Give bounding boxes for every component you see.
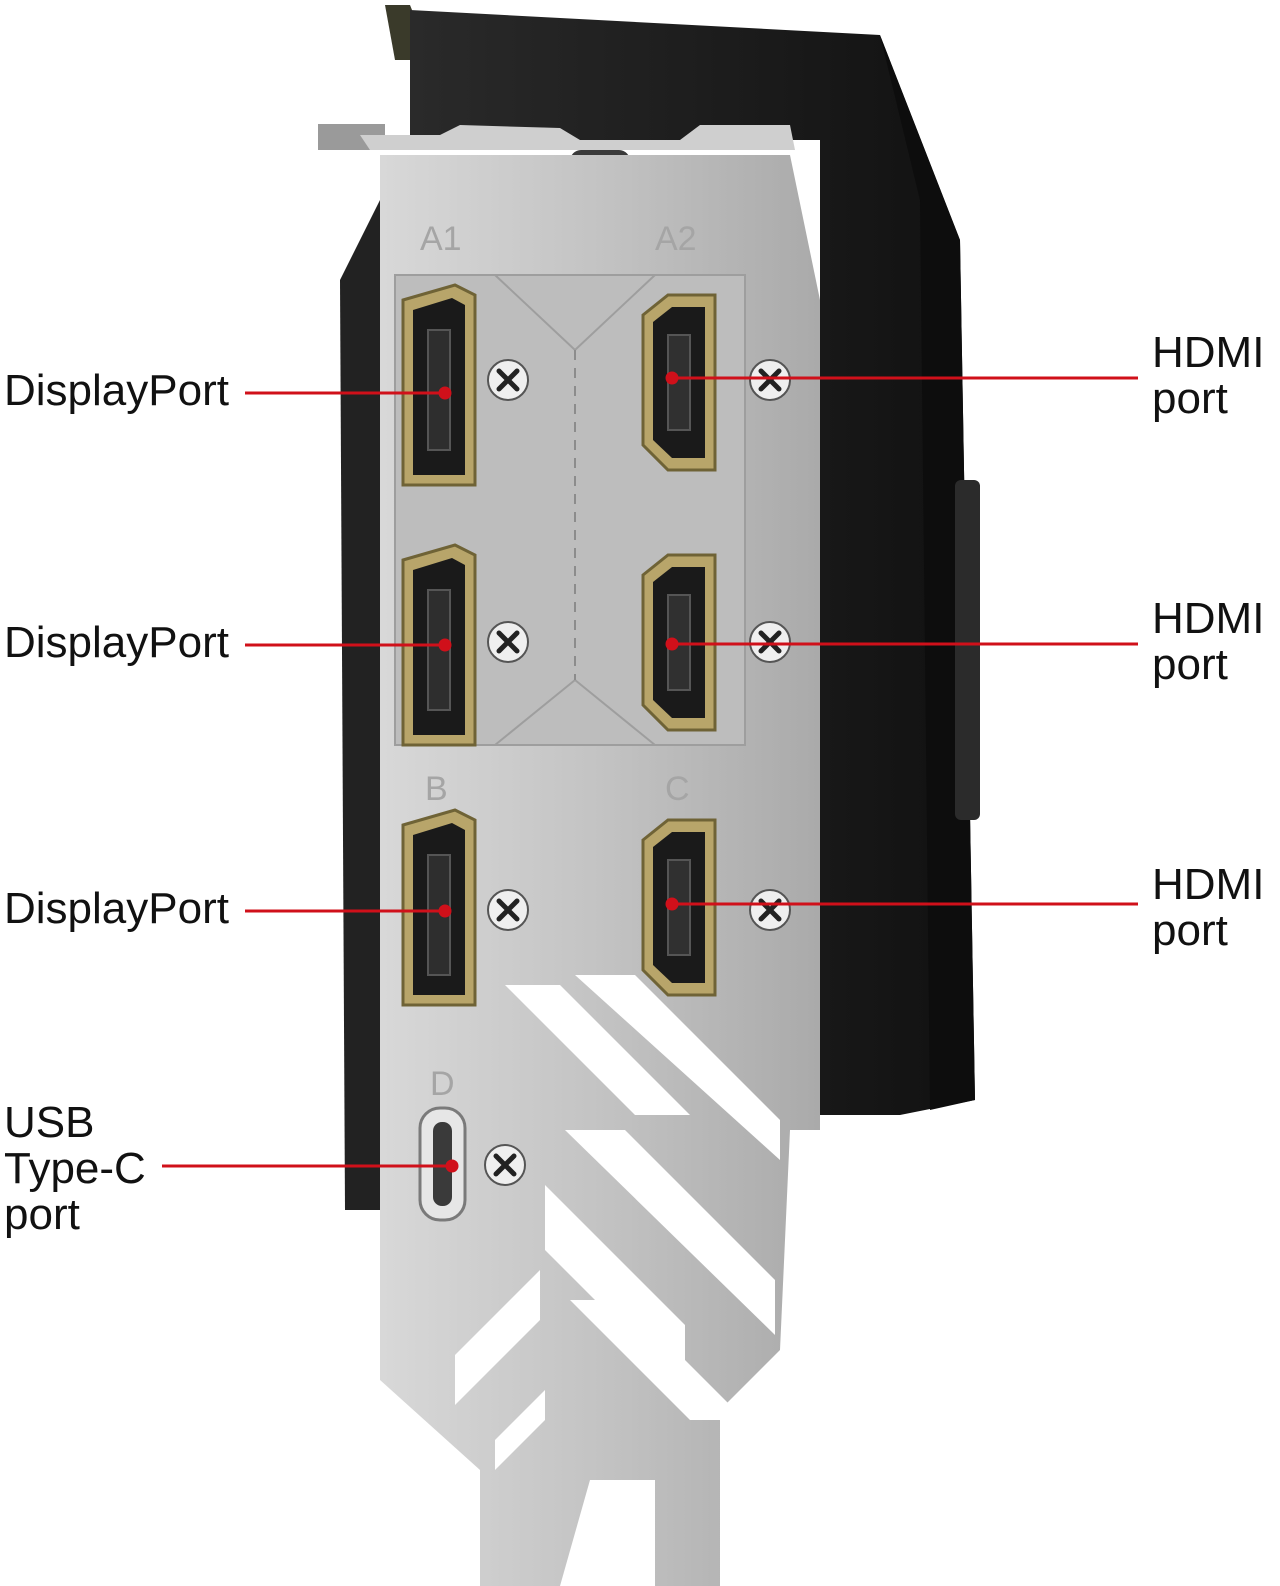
hdmi-connector (641, 818, 717, 997)
cooler-shroud (340, 5, 980, 1210)
marking-c: C (665, 770, 690, 808)
label-hdmi-3: HDMI port (1152, 860, 1265, 955)
displayport-connector (401, 808, 477, 1007)
marking-a1: A1 (420, 220, 462, 258)
marking-d: D (430, 1065, 455, 1103)
label-displayport-1: DisplayPort (4, 366, 229, 415)
marking-a2: A2 (655, 220, 697, 258)
label-usb-c: USB Type-C port (4, 1098, 146, 1239)
hdmi-connector (641, 293, 717, 472)
marking-b: B (425, 770, 448, 808)
bracket-vents (455, 975, 780, 1470)
label-hdmi-1: HDMI port (1152, 328, 1265, 423)
label-hdmi-2: HDMI port (1152, 594, 1265, 689)
usb-c-connector (418, 1106, 467, 1222)
label-displayport-3: DisplayPort (4, 884, 229, 933)
leader-lines (162, 371, 1138, 1173)
displayport-connector (401, 283, 477, 487)
label-displayport-2: DisplayPort (4, 618, 229, 667)
